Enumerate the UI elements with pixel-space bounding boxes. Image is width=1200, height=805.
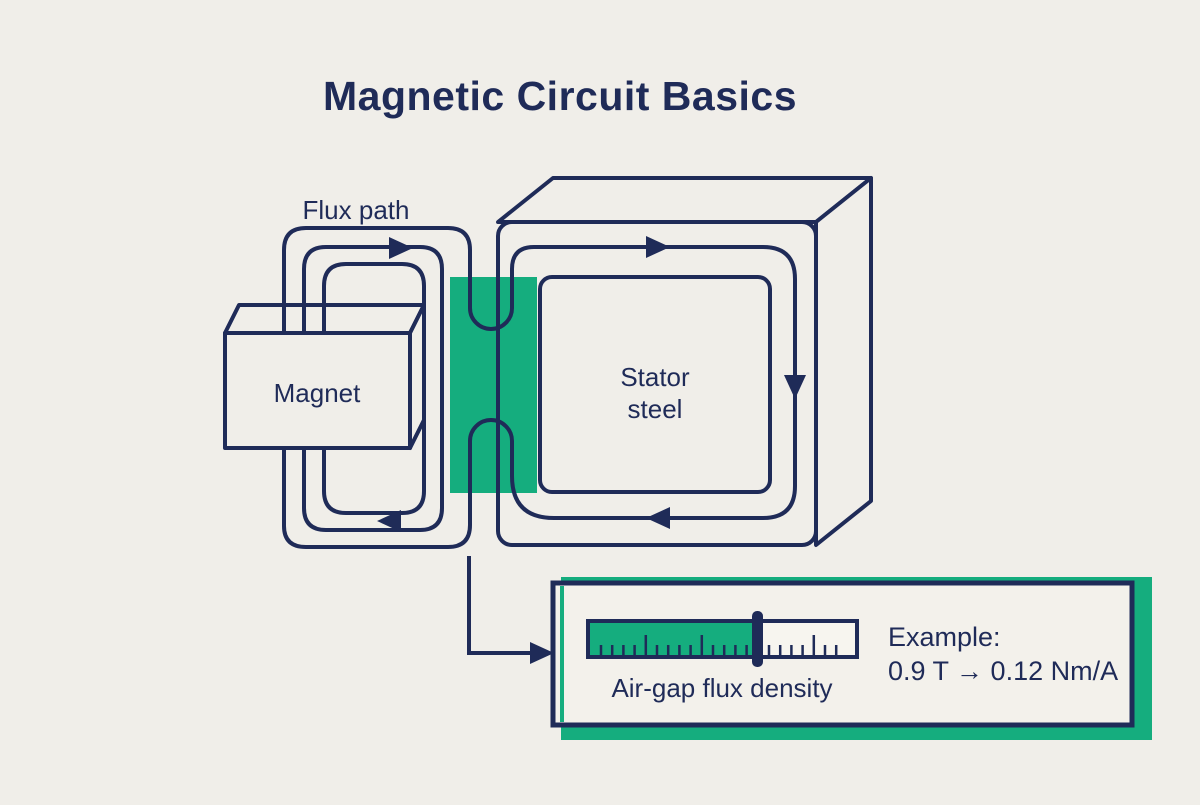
gauge-fill: [590, 623, 756, 655]
arrow-right-stator-icon: [646, 236, 670, 258]
arrow-right-top-icon: [389, 237, 413, 259]
stator-label-line2: steel: [628, 394, 683, 424]
stator-label-line1: Stator: [620, 362, 690, 392]
panel-green-inner-edge: [560, 586, 564, 722]
magnet-side-face: [408, 303, 426, 450]
stator-side-face: [814, 176, 873, 547]
connector-arrow: [467, 556, 554, 664]
stator-top-face: [496, 176, 873, 224]
stator-box: [496, 176, 873, 547]
flux-density-gauge: [586, 611, 859, 667]
example-value: 0.9 T → 0.12 Nm/A: [888, 656, 1118, 686]
arrow-left-stator-icon: [646, 507, 670, 529]
arrow-down-stator-icon: [784, 375, 806, 399]
flux-middle-loop: [302, 245, 444, 532]
gauge-label: Air-gap flux density: [611, 673, 832, 703]
gauge-slider-handle: [752, 611, 763, 667]
magnet-front-face: [223, 331, 412, 450]
stator-window: [538, 275, 772, 494]
magnet-label: Magnet: [274, 378, 361, 408]
gauge-panel: Air-gap flux density Example: 0.9 T → 0.…: [550, 577, 1152, 740]
flux-inner-loop: [322, 262, 426, 515]
flux-path-label: Flux path: [303, 195, 410, 225]
flux-arrowheads: [377, 236, 806, 532]
arrow-left-bottom-icon: [377, 510, 401, 532]
air-gap-highlight: [450, 277, 537, 493]
example-heading: Example:: [888, 622, 1001, 652]
arrow-right-connector-icon: [530, 642, 554, 664]
page-title: Magnetic Circuit Basics: [323, 73, 797, 119]
